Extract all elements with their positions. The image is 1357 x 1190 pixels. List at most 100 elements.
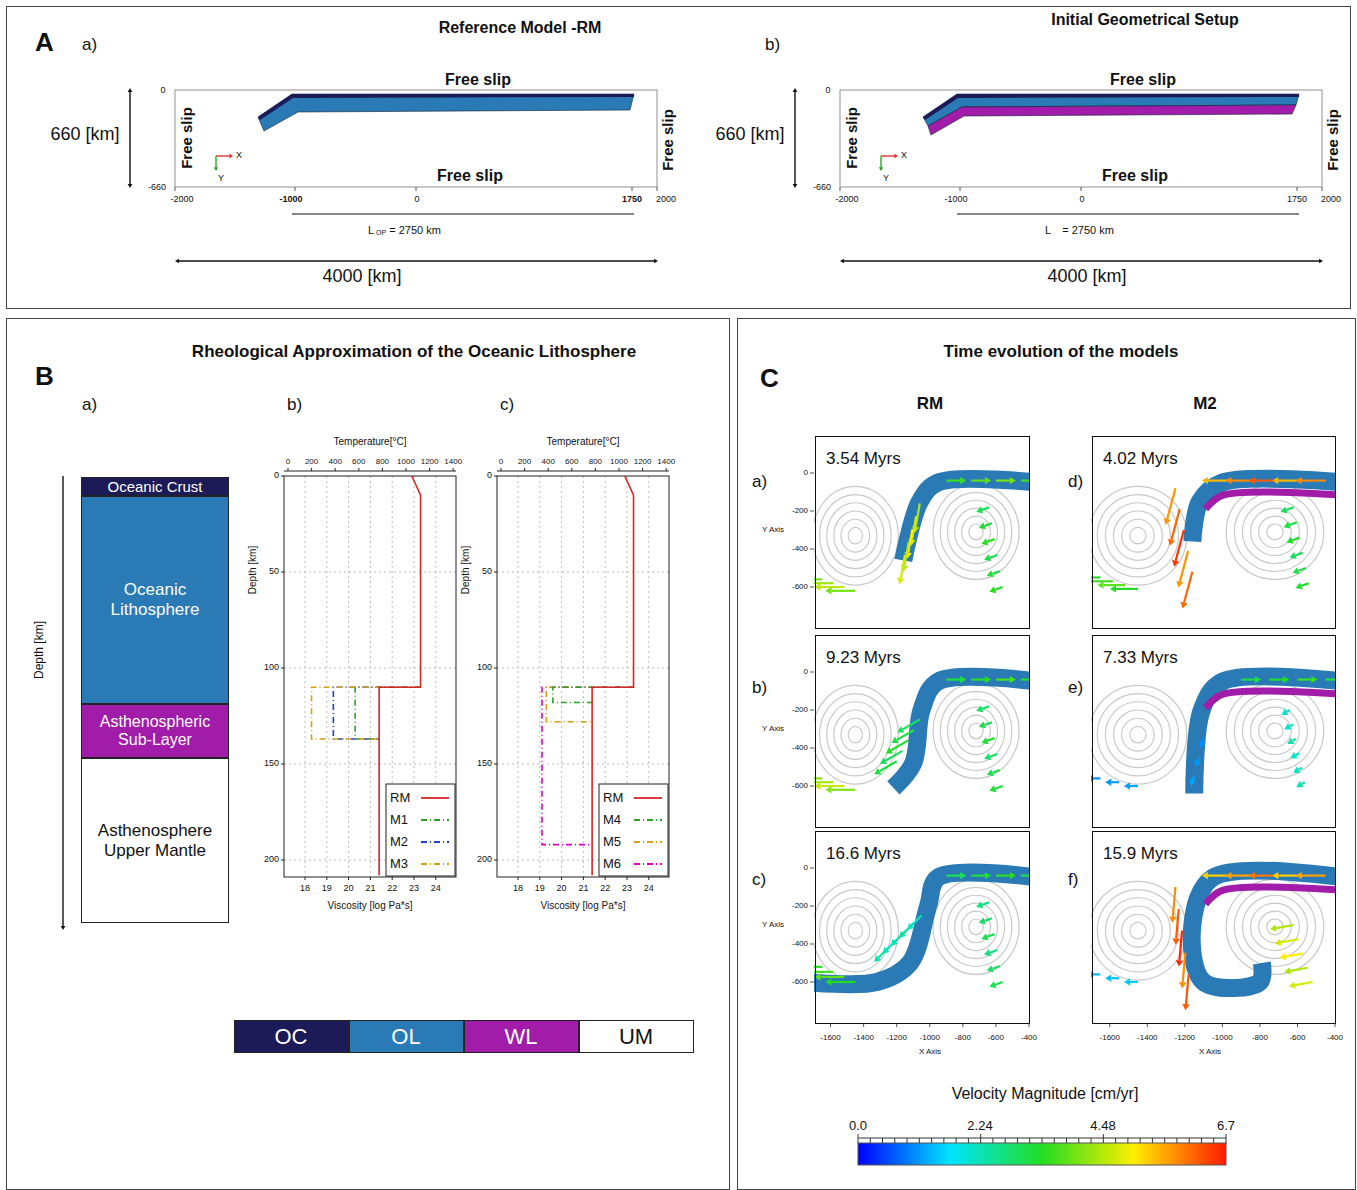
arrow-head xyxy=(1281,506,1288,513)
arrow-head xyxy=(1194,760,1201,767)
arrow-head xyxy=(1176,960,1183,966)
arrow-head xyxy=(654,259,658,264)
figure-label: -200 xyxy=(792,706,808,715)
arrow-head xyxy=(976,901,983,908)
figure-label: Free slip xyxy=(1110,71,1176,89)
figure-label: 21 xyxy=(578,884,588,894)
snapshot-frame: 15.9 Myrs xyxy=(1092,831,1336,1024)
arrow-shaft xyxy=(985,918,992,921)
tick xyxy=(494,764,497,765)
figure-label: Depth [km] xyxy=(460,546,471,594)
figure-label: 800 xyxy=(376,458,389,467)
scale-bar xyxy=(957,214,1299,215)
arrow-shaft xyxy=(129,138,130,184)
streamline xyxy=(1091,881,1187,980)
arrow-shaft xyxy=(820,976,844,978)
figure-label: a) xyxy=(82,396,97,415)
tick xyxy=(281,476,284,477)
arrow-shaft xyxy=(987,539,994,542)
model-snapshot xyxy=(814,477,1029,595)
figure-label: c) xyxy=(500,396,514,415)
grid-line xyxy=(348,476,349,877)
tick xyxy=(1029,1138,1030,1143)
arrow-shaft xyxy=(995,982,1002,985)
arrow-head xyxy=(825,978,831,985)
tick xyxy=(1201,1138,1202,1143)
streamline xyxy=(1130,726,1146,742)
arrow-head xyxy=(979,522,986,529)
figure-label: 600 xyxy=(565,458,578,467)
arrow-shaft xyxy=(985,722,992,725)
streamline xyxy=(1259,516,1292,548)
arrow-head xyxy=(1287,738,1294,744)
figure-label: 19 xyxy=(322,884,332,894)
streamline xyxy=(1114,906,1163,955)
figure-label: 0 xyxy=(487,471,492,481)
figure-label: 23 xyxy=(622,884,632,894)
arrow-shaft xyxy=(982,902,989,905)
figure-label: -400 xyxy=(792,545,808,554)
streamline xyxy=(820,694,892,776)
figure-label: -1000 xyxy=(1212,1034,1232,1043)
arrow-shaft xyxy=(1297,678,1311,680)
streamline xyxy=(1242,500,1307,563)
arrow-head xyxy=(1182,1004,1189,1010)
panel-heading: Rheological Approximation of the Oceanic… xyxy=(192,342,636,362)
figure-label: f) xyxy=(1068,871,1078,890)
arrow-head xyxy=(1290,552,1297,559)
arrow-head xyxy=(960,676,966,683)
figure-label: 0 xyxy=(825,86,830,96)
figure-label: -200 xyxy=(792,507,808,516)
figure-label: d) xyxy=(1068,473,1083,492)
arrow-head xyxy=(985,872,991,879)
arrow-shaft xyxy=(216,155,229,156)
oceanic-crust xyxy=(923,94,1299,120)
snapshot-frame: 16.6 Myrs xyxy=(815,831,1030,1024)
tick xyxy=(960,187,961,191)
arrow-shaft xyxy=(1202,739,1203,743)
figure-label: 660 [km] xyxy=(715,125,784,145)
tick xyxy=(632,187,633,191)
arrow-shaft xyxy=(897,730,914,740)
arrow-shaft xyxy=(794,92,795,138)
tick xyxy=(1066,1138,1067,1143)
tick xyxy=(414,877,415,880)
streamline xyxy=(841,914,870,947)
legend-line xyxy=(634,841,662,843)
legend-item: OC xyxy=(234,1020,349,1053)
tick xyxy=(619,468,620,471)
model-profile xyxy=(312,687,421,739)
arrow-shaft xyxy=(908,529,912,552)
arrow-head xyxy=(1164,518,1171,525)
arrow-shaft xyxy=(1296,753,1299,755)
tick xyxy=(518,877,519,880)
legend-line-sample xyxy=(632,832,664,852)
figure-label: 21 xyxy=(365,884,375,894)
arrow-shaft xyxy=(1176,530,1184,561)
grid-line xyxy=(370,476,371,877)
arrow-shaft xyxy=(982,706,989,709)
streamline xyxy=(962,516,991,548)
figure-label: 50 xyxy=(269,567,279,577)
tick xyxy=(648,877,649,880)
arrow-head xyxy=(984,554,991,561)
legend-text: M4 xyxy=(603,813,621,827)
figure-label: Y xyxy=(218,174,224,184)
layer-band: Asthenospheric Sub-Layer xyxy=(81,704,229,758)
time-label: 3.54 Myrs xyxy=(824,449,903,469)
tick xyxy=(453,468,454,471)
arrow-head xyxy=(981,538,988,545)
streamline xyxy=(1097,495,1178,577)
chart-legend-item: RM xyxy=(390,788,452,808)
figure-label: 660 [km] xyxy=(50,125,119,145)
streamline xyxy=(820,890,892,972)
arrow-head xyxy=(1283,676,1289,683)
tick xyxy=(335,468,336,471)
tick xyxy=(943,1138,944,1143)
snapshot-frame: 3.54 Myrs xyxy=(815,436,1030,629)
arrow-shaft xyxy=(1081,260,1319,261)
figure-label: 1400 xyxy=(657,458,675,467)
legend-text: RM xyxy=(390,791,410,805)
figure-label: X xyxy=(236,151,242,161)
figure-label: 1750 xyxy=(1287,195,1307,205)
